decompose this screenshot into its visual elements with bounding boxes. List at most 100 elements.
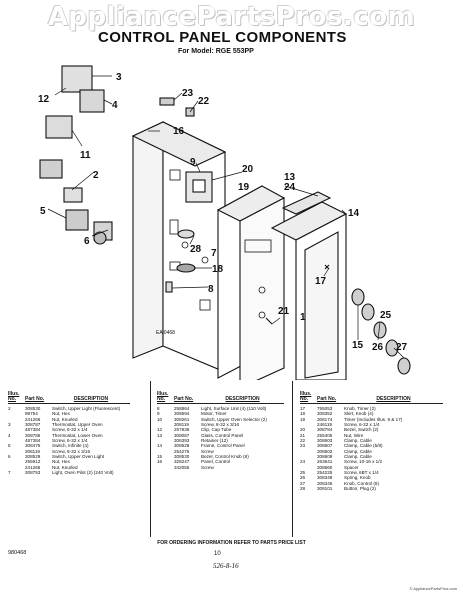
header-description: DESCRIPTION <box>376 396 411 403</box>
parts-list-header: Illus. No. Part No. DESCRIPTION <box>157 381 284 404</box>
part-no-cell: 755053 <box>317 406 333 411</box>
part-no-cell: 308174 <box>317 416 333 422</box>
callout-7: 7 <box>211 248 217 259</box>
callout-22: 22 <box>198 96 210 107</box>
part-no-cell: 308530 <box>25 406 41 411</box>
description-cell: Clamp, Cable <box>344 438 372 444</box>
part-no-cell: 254275 <box>174 448 190 454</box>
table-row: 10 308261 Switch, Upper Oven Selector (2) <box>157 417 284 422</box>
description-cell: Light, Surface Unit (4) (110 Volt) <box>201 406 267 411</box>
description-cell: Clamp, Cable <box>344 454 372 460</box>
illus-no-cell: 10 <box>157 416 163 422</box>
part-no-cell: 246119 <box>317 422 332 428</box>
illus-no-cell: 13 <box>157 432 163 438</box>
description-cell: Switch, Upper Oven Light <box>52 454 105 460</box>
part-no-cell: 263641 <box>317 459 333 465</box>
illus-no-cell: 9 <box>157 411 160 417</box>
description-cell: Nut, Wire <box>344 432 364 438</box>
part-no-cell: 308787 <box>25 422 41 428</box>
illus-no-cell: 23 <box>300 443 306 449</box>
description-cell: Bezel, Control Knob (8) <box>201 454 249 460</box>
callout-20: 20 <box>242 164 254 175</box>
callout-6: 6 <box>84 236 90 247</box>
part-no-cell: 308087 <box>174 432 190 438</box>
callout-23: 23 <box>182 88 194 99</box>
callout-14: 14 <box>348 208 360 219</box>
header-description: DESCRIPTION <box>73 396 109 403</box>
table-row: 9 308594 Motor, Timer <box>157 411 284 416</box>
callout-2: 2 <box>93 170 99 181</box>
description-cell: Light, Oven Pilot (2) (240 Volt) <box>52 470 114 476</box>
parts-list-rows: 2 308530 Switch, Upper Light (Fluorescent)… <box>8 406 130 475</box>
illus-no-cell: 5 <box>8 443 11 449</box>
illus-no-cell: 2 <box>8 406 11 411</box>
column-divider <box>292 381 293 537</box>
illus-no-cell: 24 <box>300 459 306 465</box>
description-cell: Nut, Hex <box>52 459 70 465</box>
callout-19: 19 <box>238 182 250 193</box>
part-no-cell: 306393 <box>174 438 190 444</box>
description-cell: Screw, 6-32 x 1/4 <box>52 438 88 444</box>
callout-15: 15 <box>352 340 364 351</box>
description-cell: Bezel, Switch (2) <box>344 427 379 433</box>
part-no-cell: 308594 <box>174 411 190 417</box>
description-cell: Thermostat, Lower Oven <box>52 432 103 438</box>
callout-21: 21 <box>278 306 290 317</box>
description-cell: Clamp, Cable <box>344 448 372 454</box>
description-cell: Screw <box>201 448 214 454</box>
callout-5: 5 <box>40 206 46 217</box>
part-no-cell: 342055 <box>174 464 190 470</box>
callout-11: 11 <box>80 150 91 161</box>
description-cell: Switch, Upper Oven Selector (2) <box>201 416 267 422</box>
illus-no-cell: 25 <box>300 470 306 476</box>
description-cell: Nut, Hex <box>52 411 70 417</box>
description-cell: Knob, Control (8) <box>344 480 379 486</box>
callout-16: 16 <box>173 126 185 137</box>
callout-17: 17 <box>315 276 327 287</box>
illus-no-cell: 22 <box>300 438 306 444</box>
illus-no-cell: 21 <box>300 432 306 438</box>
description-cell: Spacer <box>344 464 359 470</box>
callout-27: 27 <box>396 342 408 353</box>
callout-8: 8 <box>208 284 214 295</box>
table-row: 308602 Clamp, Cable <box>300 449 443 454</box>
illus-no-cell: 18 <box>300 411 306 417</box>
part-no-cell: 255912 <box>25 459 41 465</box>
callout-13: 13 <box>284 172 296 183</box>
description-cell: Panel, Control <box>201 459 231 465</box>
part-no-cell: 308602 <box>317 448 333 454</box>
part-no-cell: 328247 <box>174 459 190 465</box>
description-cell: Motor, Timer <box>201 411 227 417</box>
column-divider <box>150 381 151 537</box>
description-cell: Timer (Includes Illus. 9 & 17) <box>344 416 403 422</box>
table-row: 255912 Nut, Hex <box>8 459 130 464</box>
description-cell: Switch, Upper Light (Fluorescent) <box>52 406 121 411</box>
header-illus-no: Illus. No. <box>157 390 169 403</box>
part-no-cell: 308607 <box>317 443 333 449</box>
header-part-no: Part No. <box>317 396 337 403</box>
part-no-cell: 308786 <box>25 432 41 438</box>
part-no-cell: 308261 <box>174 416 190 422</box>
description-cell: Thermostat, Upper Oven <box>52 422 103 428</box>
description-cell: Screw, 6-32 x 1/4 <box>344 422 380 428</box>
part-no-cell: 308784 <box>317 427 333 433</box>
callout-18: 18 <box>212 264 224 275</box>
parts-list-header: Illus. No. Part No. DESCRIPTION <box>300 381 443 404</box>
model-number: For Model: RGE 553PP <box>178 48 254 55</box>
part-no-cell: 308603 <box>317 438 333 444</box>
